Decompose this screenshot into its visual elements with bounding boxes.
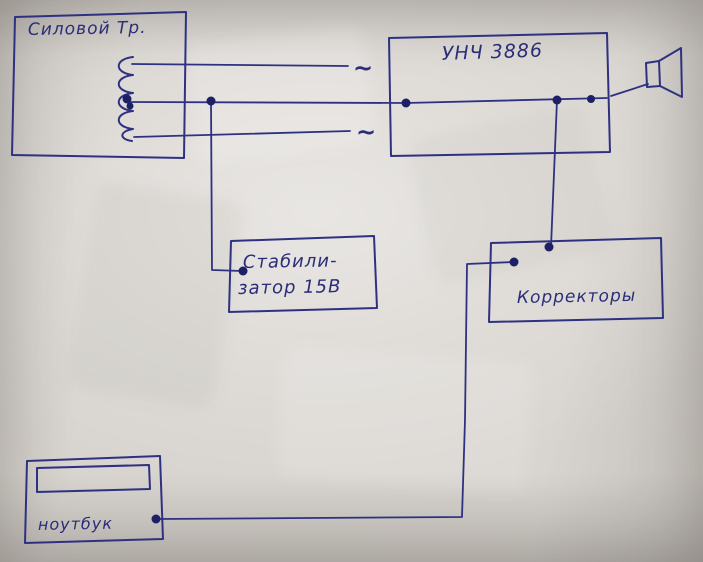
correctors-box: [488, 237, 664, 323]
laptop-screen-rect: [36, 464, 151, 493]
wire-correctors-laptop: [157, 261, 515, 520]
junction-dot-correctors-left: [509, 257, 519, 267]
junction-dot-amp-output: [587, 95, 595, 103]
stabilizer-label-line2: затор 15В: [238, 276, 342, 299]
stabilizer-box: [228, 235, 378, 313]
junction-dot-correctors-top: [544, 242, 554, 252]
amplifier-box: [388, 32, 611, 157]
amplifier-label: УНЧ 3886: [441, 39, 543, 65]
block-outlines: [11, 11, 664, 544]
junction-dot-stab-branch: [206, 96, 216, 106]
ac-symbol-bottom: ~: [356, 118, 376, 146]
transformer-box: [11, 11, 187, 159]
junction-dot-stabilizer-input: [238, 266, 248, 276]
junction-dot-coil-2: [126, 102, 134, 110]
laptop-label: ноутбук: [38, 514, 113, 534]
speaker-icon: [645, 47, 683, 98]
wire-amp-correctors: [550, 99, 558, 248]
ac-symbol-top: ~: [353, 54, 373, 82]
transformer-coil-icon: [117, 56, 134, 142]
correctors-label: Корректоры: [517, 286, 637, 308]
junction-dot-amp-mid: [552, 95, 562, 105]
transformer-label: Силовой Тр.: [28, 18, 147, 40]
junction-dots: [122, 94, 595, 524]
wire-transformer-amp-middle: [128, 97, 608, 104]
laptop-box: [24, 455, 164, 544]
junction-dot-coil-1: [122, 94, 132, 104]
junction-dot-amp-input: [401, 98, 411, 108]
wire-transformer-amp-top: [131, 63, 349, 67]
junction-dot-laptop-output: [151, 514, 161, 524]
wire-transformer-amp-bottom: [133, 130, 351, 138]
stabilizer-label-line1: Стабили-: [243, 250, 338, 273]
wire-junction-stabilizer: [210, 99, 243, 272]
wire-amp-speaker: [610, 83, 649, 97]
